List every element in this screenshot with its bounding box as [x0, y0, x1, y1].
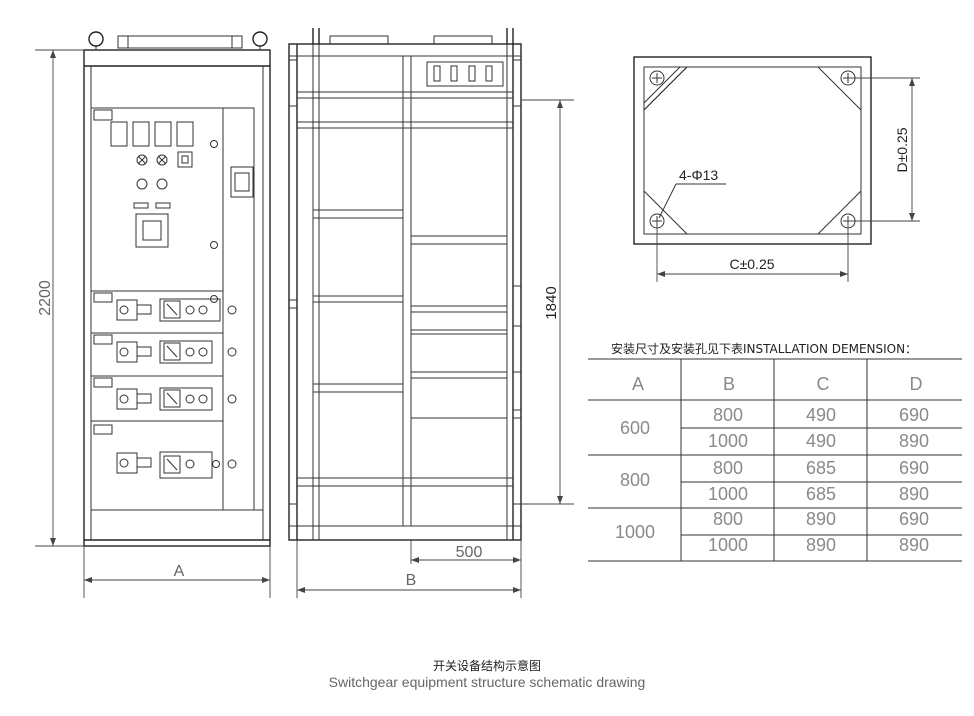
table-cell: 890 — [806, 535, 836, 555]
table-cell: 890 — [899, 431, 929, 451]
width-a-dimension-label: A — [174, 563, 185, 580]
table-cell: 890 — [806, 509, 836, 529]
table-cell: 890 — [899, 484, 929, 504]
table-cell: 1000 — [708, 535, 748, 555]
width-b-dimension-label: B — [406, 572, 417, 589]
table-cell: 800 — [713, 509, 743, 529]
drawer-unit-4 — [90, 420, 237, 511]
meter-4 — [176, 121, 194, 147]
table-cell: 1000 — [708, 484, 748, 504]
meter-2 — [132, 121, 150, 147]
caption-english: Switchgear equipment structure schematic… — [328, 674, 646, 690]
side-view: 1840 500 B — [288, 28, 574, 598]
header-a: A — [632, 374, 644, 394]
table-cell: 490 — [806, 405, 836, 425]
meter-1 — [110, 121, 128, 147]
table-cell: 800 — [713, 405, 743, 425]
mount-hole-tl — [649, 70, 665, 86]
table-cell: 690 — [899, 405, 929, 425]
side-frame — [288, 43, 522, 541]
header-d: D — [910, 374, 923, 394]
depth-dimension-label: 500 — [456, 544, 483, 561]
table-cell: 690 — [899, 458, 929, 478]
main-switch-window — [135, 213, 169, 248]
table-cell: 690 — [899, 509, 929, 529]
d-dimension-label: D±0.25 — [894, 127, 910, 172]
indicator-lamps — [136, 154, 168, 166]
table-cell: 490 — [806, 431, 836, 451]
base-inner — [643, 66, 862, 235]
installation-table: A B C D 600 800 490 690 1000 490 890 800… — [588, 358, 962, 562]
lifting-eye-left — [88, 31, 104, 47]
meter-3 — [154, 121, 172, 147]
table-cell: 685 — [806, 458, 836, 478]
drawer-unit-2 — [90, 332, 237, 377]
table-cell: 1000 — [708, 431, 748, 451]
top-bar — [117, 35, 243, 49]
cabinet-outline — [83, 49, 271, 547]
table-cell-a: 1000 — [615, 522, 655, 542]
table-cell-a: 800 — [620, 470, 650, 490]
header-b: B — [723, 374, 735, 394]
front-view: 2200 A — [35, 31, 271, 598]
base-outer — [633, 56, 872, 245]
base-plan: 4-Φ13 D±0.25 C±0.25 — [633, 56, 920, 282]
height-dimension-label: 2200 — [37, 280, 54, 316]
hole-size-label: 4-Φ13 — [679, 167, 718, 183]
table-cell: 890 — [899, 535, 929, 555]
terminal-block — [426, 61, 504, 87]
caption-chinese: 开关设备结构示意图 — [432, 659, 541, 673]
header-c: C — [817, 374, 830, 394]
table-cell-a: 600 — [620, 418, 650, 438]
drawer-unit-3 — [90, 375, 237, 422]
side-window — [230, 166, 254, 198]
lifting-eye-right — [252, 31, 268, 47]
table-title: 安装尺寸及安装孔见下表INSTALLATION DEMENSION： — [611, 342, 918, 356]
c-dimension-label: C±0.25 — [729, 256, 774, 272]
drawer-unit-1 — [90, 290, 237, 334]
table-cell: 685 — [806, 484, 836, 504]
inner-height-dimension-label: 1840 — [543, 286, 560, 319]
table-cell: 800 — [713, 458, 743, 478]
